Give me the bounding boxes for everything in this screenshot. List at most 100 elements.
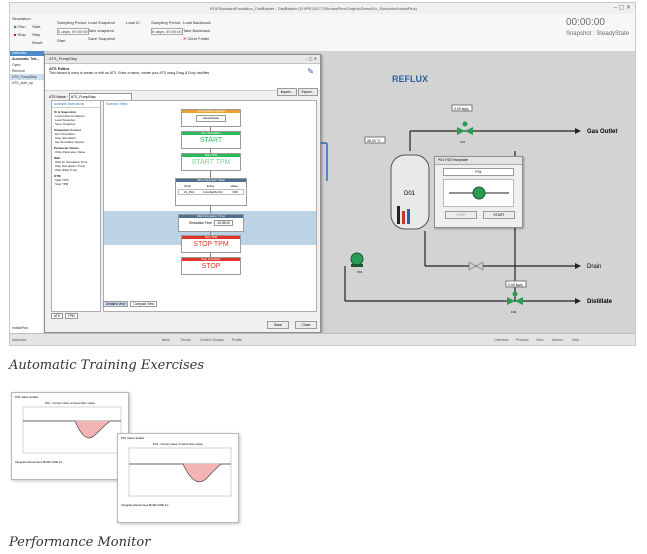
step-button[interactable]: Step bbox=[32, 32, 41, 37]
gas-arrow bbox=[575, 128, 581, 134]
caption-performance-monitor: Performance Monitor bbox=[9, 535, 151, 550]
step-wait-bar: Wait (Simulation Time) bbox=[179, 215, 243, 218]
step-load-ic[interactable]: Load Initial Conditions SteadyState bbox=[181, 109, 241, 127]
close-button[interactable]: Close bbox=[295, 321, 317, 329]
instruction-item[interactable]: Wait (Simulation Time) bbox=[55, 164, 86, 168]
clear-folder-button[interactable]: ✕ Clear Folder bbox=[183, 36, 210, 41]
stop-button[interactable]: ■ Stop bbox=[14, 32, 26, 37]
status-tab-alarms[interactable]: Alarms bbox=[552, 338, 563, 342]
status-tab-view[interactable]: View bbox=[536, 338, 544, 342]
step-stop-big: STOP bbox=[201, 263, 221, 270]
valve-gas[interactable] bbox=[457, 121, 473, 136]
pump-icon[interactable] bbox=[350, 252, 364, 267]
tab-tpm[interactable]: TPM bbox=[64, 313, 78, 319]
instruction-item[interactable]: Run Simulation bbox=[55, 132, 76, 136]
vessel-label: D01 bbox=[404, 191, 416, 197]
thumb-1-title: P01 - Current value of transmitter outpu… bbox=[45, 401, 95, 405]
tag-temp bbox=[364, 136, 386, 144]
instruction-item[interactable]: Stop Simulation bbox=[55, 136, 77, 140]
caption-training-exercises: Automatic Training Exercises bbox=[9, 358, 205, 373]
instruction-item[interactable]: Stop TPM bbox=[55, 182, 69, 186]
vessel-d01[interactable] bbox=[390, 154, 430, 230]
sim-clock: 00:00:00 Snapshot : SteadyState bbox=[566, 17, 629, 37]
instruction-item[interactable]: Write Parameter Value bbox=[55, 150, 86, 154]
pane-open[interactable]: Open bbox=[12, 63, 21, 67]
status-tab-profile[interactable]: Profile bbox=[232, 338, 242, 342]
start-snapshot-button[interactable]: Start bbox=[57, 38, 66, 43]
thumb-1-footer: Integrated Exercises Bubbl.SOE Fo bbox=[15, 460, 63, 464]
instruction-section-title: Parameter Values bbox=[54, 146, 80, 150]
status-tab-overview[interactable]: Overview bbox=[494, 338, 509, 342]
reset-button[interactable]: Reset bbox=[32, 40, 43, 45]
step-start-tpm[interactable]: Start TPM START TPM bbox=[181, 153, 241, 171]
thumb-2-footer: Integrated Exercises Bubbl.SOE Fo bbox=[121, 503, 169, 507]
scenario-steps: Scenario Steps Load Initial Conditions S… bbox=[103, 100, 317, 312]
valve-distillate[interactable] bbox=[507, 291, 523, 306]
status-tab-trends[interactable]: Trends bbox=[180, 338, 191, 342]
window-controls[interactable]: – ▢ ✕ bbox=[613, 5, 631, 11]
save-snapshot-button[interactable]: Save Snapshot bbox=[88, 36, 116, 41]
instruction-item[interactable]: Start TPM bbox=[55, 178, 69, 182]
sampling-field[interactable]: 0 days, 00:00:00 bbox=[57, 28, 89, 35]
status-tab-process[interactable]: Process bbox=[516, 338, 529, 342]
instruction-item[interactable]: Wait (Real Time) bbox=[55, 168, 78, 172]
pane-item-startup[interactable]: ATS_start_up bbox=[12, 81, 34, 85]
sampling-field-2[interactable]: 0 days, 00:00:00 bbox=[151, 28, 183, 35]
level-bar-1 bbox=[397, 206, 400, 224]
instruction-item[interactable]: Load Initial Conditions bbox=[55, 114, 85, 118]
load-snapshot-button[interactable]: Load Snapshot bbox=[88, 20, 115, 25]
arrow-6 bbox=[210, 252, 211, 257]
step-wait[interactable]: Wait (Simulation Time) Simulation Time :… bbox=[178, 214, 244, 232]
monitor-thumb-1[interactable]: P01 Value details P01 - Current value of… bbox=[11, 392, 129, 480]
status-tab-back[interactable]: Back bbox=[162, 338, 170, 342]
status-tab-help[interactable]: Help bbox=[572, 338, 580, 342]
thumb-2-header: P01 Value details bbox=[121, 436, 145, 440]
snapshot-status: Snapshot : SteadyState bbox=[565, 31, 629, 37]
thumb-1-header: P01 Value details bbox=[15, 395, 39, 399]
pane-remove[interactable]: Remove bbox=[12, 69, 26, 73]
instruction-item[interactable]: Wait for Simulation Time bbox=[55, 160, 88, 164]
instruction-item[interactable]: Set Simulation Speed bbox=[55, 140, 84, 144]
tag-top-text: 0.00 kg/g bbox=[454, 107, 468, 111]
step-load-ic-bar: Load Initial Conditions bbox=[182, 110, 240, 113]
step-load-ic-value[interactable]: SteadyState bbox=[196, 115, 226, 122]
instruction-item[interactable]: Load Snapshot bbox=[55, 118, 76, 122]
process-diagram: REFLUX D01 0.00 kg/g 46.00 °C bbox=[320, 74, 617, 314]
tab-compact-view[interactable]: Compact View bbox=[130, 301, 157, 307]
scenario-header: Scenario Steps bbox=[106, 102, 128, 106]
take-backtrack-button[interactable]: Take Backtrack bbox=[183, 28, 211, 33]
ribbon-tab-simulation[interactable]: Simulation bbox=[12, 16, 31, 21]
tag-dist bbox=[505, 280, 527, 288]
step-run-bar: Run Simulation bbox=[182, 132, 240, 135]
export-button[interactable]: Export... bbox=[298, 88, 318, 96]
step-stop-tpm[interactable]: Stop TPM STOP TPM bbox=[181, 235, 241, 253]
load-ic-button[interactable]: Load IC bbox=[126, 20, 141, 25]
sampling-label-2: Sampling Period bbox=[151, 20, 181, 25]
faceplate-start-button[interactable]: START bbox=[483, 211, 515, 219]
save-button[interactable]: Save bbox=[267, 321, 289, 329]
load-backtrack-button[interactable]: Load Backtrack bbox=[183, 20, 211, 25]
faceplate-stop-button[interactable]: STOP bbox=[445, 211, 477, 219]
dialog-header-title: ATS Editor bbox=[49, 66, 70, 71]
take-snapshot-button[interactable]: Take snapshot bbox=[88, 28, 114, 33]
dialog-header-desc: This wizard is used to create or edit an… bbox=[49, 71, 210, 75]
monitor-thumb-2[interactable]: P01 Value details P01 - Current value of… bbox=[117, 433, 239, 523]
step-stop[interactable]: Stop Simulation STOP bbox=[181, 257, 241, 275]
status-tab-control-groups[interactable]: Control Groups bbox=[200, 338, 224, 342]
dialog-close-icon[interactable]: – ▢ ✕ bbox=[305, 56, 317, 61]
start-button[interactable]: Start bbox=[32, 24, 41, 29]
run-button[interactable]: ▶ Run bbox=[14, 24, 26, 29]
instruction-item[interactable]: Save Snapshot bbox=[55, 122, 76, 126]
thumb-2-chart bbox=[128, 447, 232, 497]
tab-ats[interactable]: ATS bbox=[51, 313, 63, 319]
step-run[interactable]: Run Simulation START bbox=[181, 131, 241, 149]
valve-drain[interactable] bbox=[468, 261, 484, 271]
import-button[interactable]: Import... bbox=[277, 88, 297, 96]
tab-detailed-view[interactable]: Detailed View bbox=[103, 301, 129, 307]
pane-item-pumpstop[interactable]: ATS_PumpStop bbox=[10, 74, 44, 80]
instructor-pane: Instructor Automatic Trai... Open Remove… bbox=[10, 51, 45, 333]
step-wait-value[interactable]: 00:45:00 bbox=[214, 220, 233, 226]
